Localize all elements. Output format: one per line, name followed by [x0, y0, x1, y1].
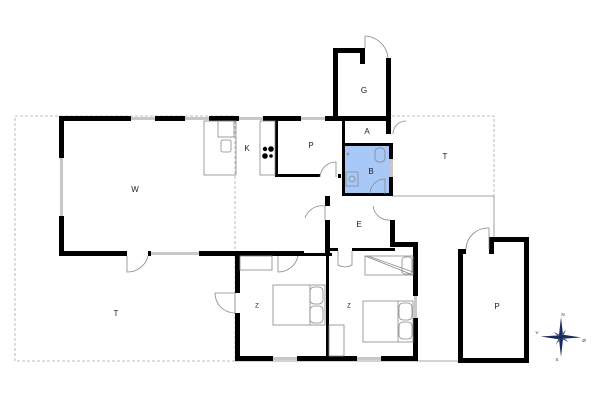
bed-icon-2 [362, 300, 414, 343]
walls [59, 48, 418, 361]
annex-walls [458, 237, 529, 363]
room-label-shed: G [361, 86, 367, 95]
terrace-outlines [14, 115, 495, 362]
compass-north: N [561, 312, 564, 317]
compass-rose-icon: N S Ø V [535, 312, 586, 362]
stove-icon [262, 146, 274, 159]
room-label-terrace-east: T [443, 152, 448, 161]
bed-icon [272, 284, 326, 326]
toilet-icon [374, 147, 386, 163]
compass-east: Ø [582, 338, 586, 343]
room-label-utility: P [308, 141, 313, 150]
bedroom-fixtures [239, 255, 414, 357]
kitchen-fixtures [203, 120, 276, 176]
room-label-kitchen: K [244, 144, 250, 153]
room-label-annex: P [494, 302, 499, 311]
compass-west: V [535, 330, 538, 335]
room-label-living: W [131, 185, 139, 194]
room-label-bedroom-2: Z [347, 304, 351, 310]
compass-south: S [555, 357, 558, 362]
room-label-hall: E [356, 220, 361, 229]
washbasin-icon [345, 171, 359, 187]
room-label-terrace-south: T [114, 309, 119, 318]
bathroom-fixtures [345, 147, 386, 187]
room-label-bathroom: B [368, 167, 373, 176]
doors [126, 35, 490, 314]
room-label-bedroom-1: Z [255, 304, 259, 310]
room-label-entry: A [364, 127, 370, 136]
sink-icon [220, 139, 232, 153]
